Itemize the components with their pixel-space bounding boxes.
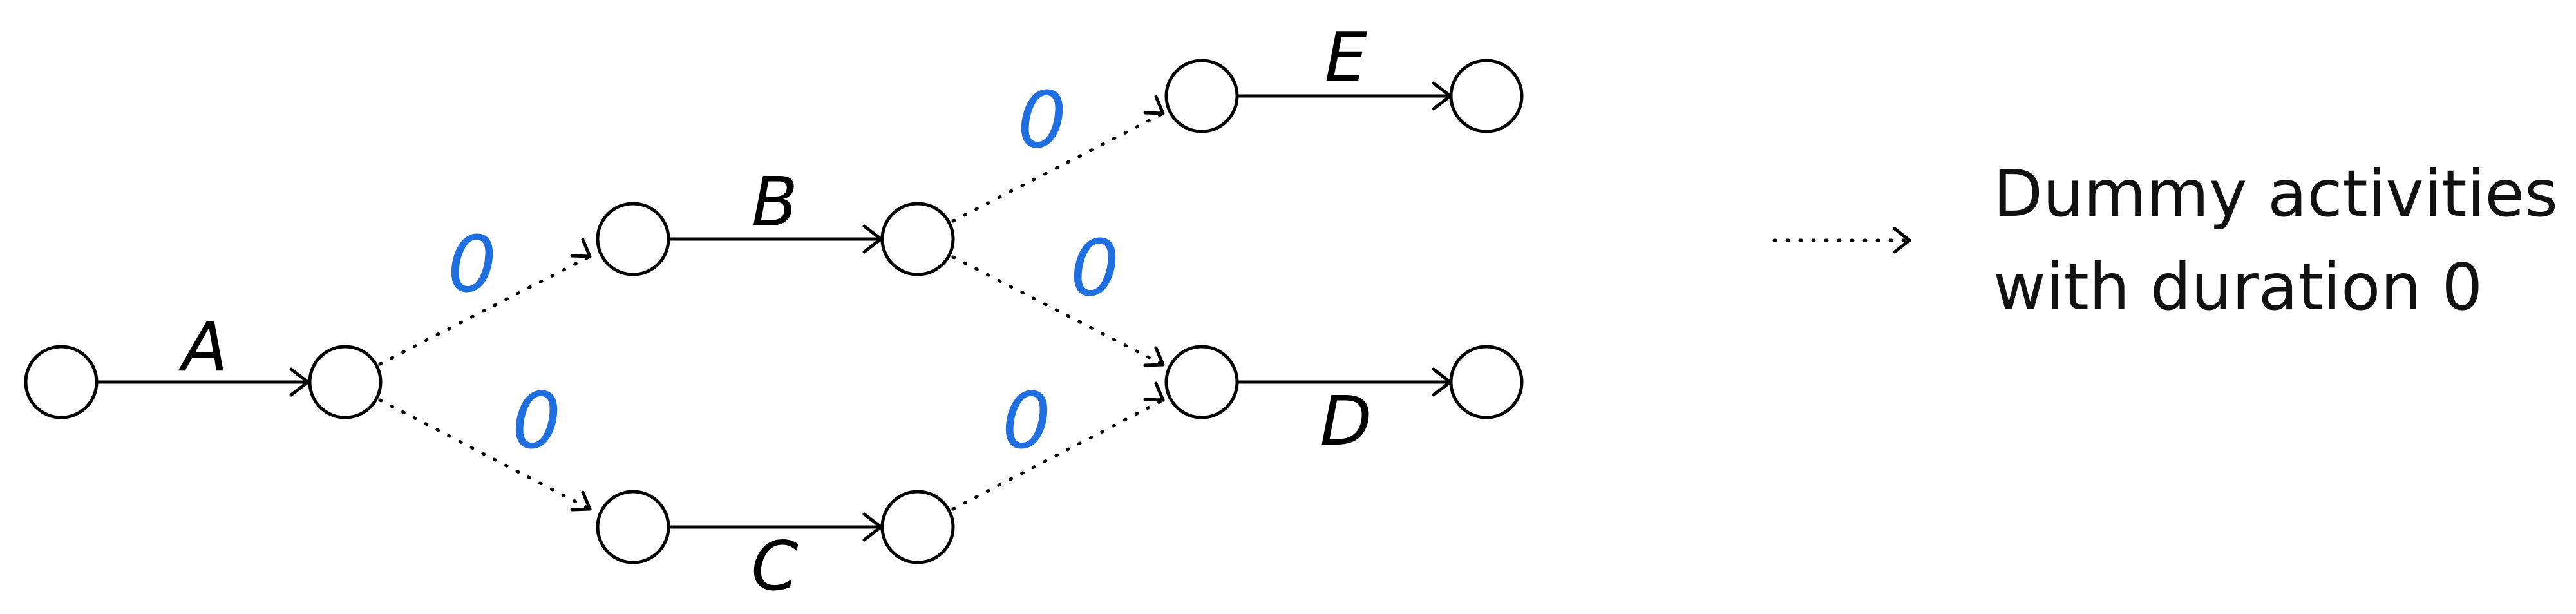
dummy-edge-5-to-7: [951, 95, 1165, 223]
legend-dummy-arrow: [1772, 227, 1911, 254]
activity-label-d: D: [1320, 382, 1372, 461]
activity-label-b: B: [752, 163, 798, 242]
node-3: [596, 202, 670, 276]
dummy-duration-2-to-4: 0: [512, 377, 561, 466]
dummy-duration-5-to-7: 0: [1018, 76, 1066, 166]
activity-label-c: C: [751, 527, 798, 606]
dummy-edge-6-to-9: [951, 381, 1165, 511]
node-2: [308, 345, 383, 419]
dummy-edge-2-to-3: [378, 238, 592, 366]
dummy-duration-2-to-3: 0: [448, 220, 497, 310]
node-5: [880, 202, 955, 276]
dummy-duration-5-to-9: 0: [1070, 224, 1119, 314]
activity-label-a: A: [178, 308, 228, 387]
node-4: [596, 490, 670, 564]
node-6: [880, 490, 955, 564]
dummy-edge-5-to-9: [951, 255, 1165, 367]
activity-edge-a: [97, 367, 310, 397]
dummy-duration-6-to-9: 0: [1002, 377, 1051, 466]
node-1: [24, 345, 99, 419]
node-10: [1449, 345, 1524, 419]
node-9: [1164, 345, 1239, 419]
legend: Dummy activities with duration 0: [1772, 156, 2558, 325]
node-8: [1449, 59, 1524, 133]
legend-line-1: Dummy activities: [1993, 156, 2558, 231]
legend-line-2: with duration 0: [1993, 249, 2483, 325]
node-7: [1164, 59, 1239, 133]
dummy-edge-2-to-4: [378, 398, 592, 512]
activity-label-e: E: [1325, 18, 1368, 97]
